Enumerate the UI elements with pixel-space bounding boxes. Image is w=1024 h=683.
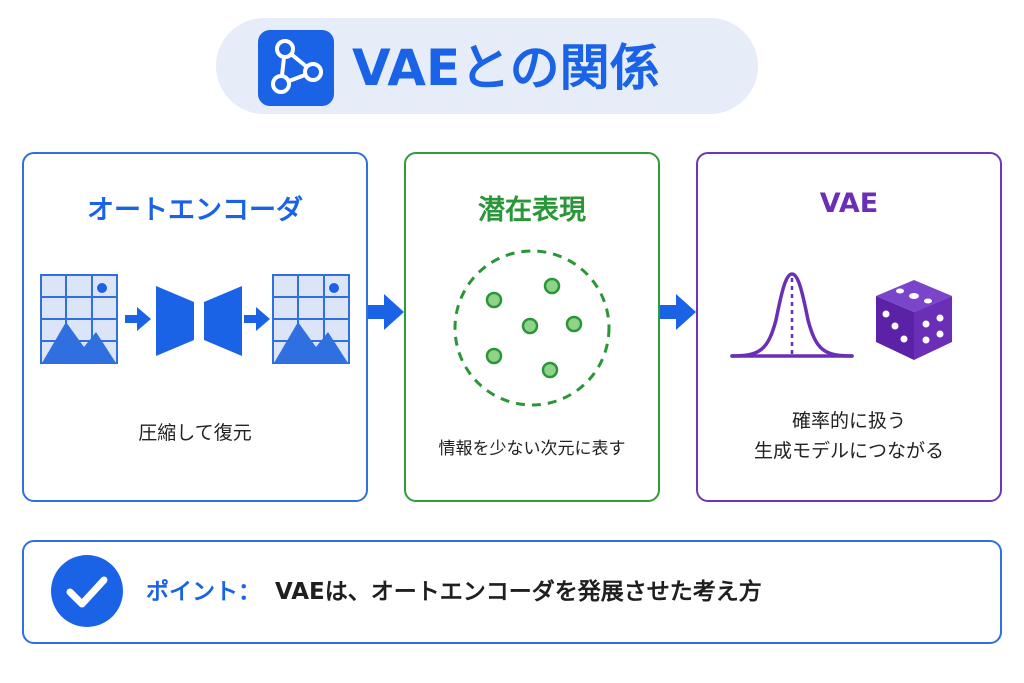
point-line: ポイント： VAEは、オートエンコーダを発展させた考え方: [146, 572, 762, 612]
latent-space-icon: [452, 248, 612, 412]
point-text: VAEは、オートエンコーダを発展させた考え方: [275, 579, 762, 605]
flow-arrow-icon: [660, 294, 696, 334]
dice-icon: [872, 276, 956, 368]
autoencoder-title: オートエンコーダ: [87, 195, 303, 226]
latent-desc: 情報を少ない次元に表す: [438, 439, 626, 459]
point-label: ポイント：: [146, 579, 261, 605]
vae-desc-line1: 確率的に扱う: [791, 410, 906, 432]
network-icon: [258, 30, 334, 106]
vae-desc-line2: 生成モデルにつながる: [753, 440, 944, 462]
point-box: [22, 540, 1002, 644]
encoder-icon: [156, 286, 196, 360]
normal-distribution-icon: [730, 270, 854, 364]
vae-title: VAE: [819, 188, 879, 219]
page-title: VAEとの関係: [352, 39, 660, 97]
small-arrow-icon: [125, 307, 151, 335]
autoencoder-desc: 圧縮して復元: [138, 422, 252, 444]
flow-arrow-icon: [368, 294, 404, 334]
latent-title: 潜在表現: [478, 195, 586, 226]
vae-card: VAE 確率的に扱う 生成モデルにつながる: [696, 152, 1002, 502]
small-arrow-icon: [244, 307, 270, 335]
input-image-icon: [40, 274, 118, 368]
vae-desc: 確率的に扱う 生成モデルにつながる: [698, 406, 1000, 466]
decoder-icon: [202, 286, 242, 360]
output-image-icon: [272, 274, 350, 368]
check-circle-icon: [50, 554, 124, 628]
